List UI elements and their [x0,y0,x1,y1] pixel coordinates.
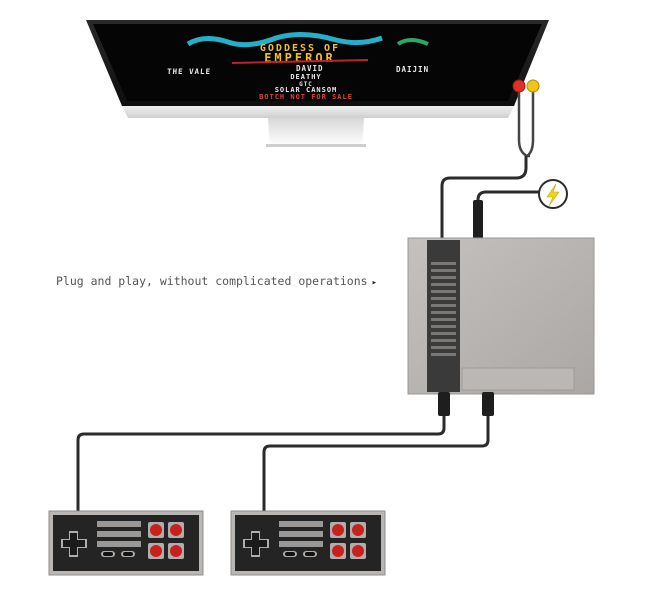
caption-arrow-icon: ▸ [371,278,377,288]
screen-credit-center: DAVID [296,64,324,73]
av-cable [440,79,540,240]
screen-studio: SOLAR CANSOM [275,86,338,94]
game-title-screen: GODDESS OF EMPEROR THE VALE DAVID DAIJIN… [167,32,429,101]
console-vent-strip [427,240,460,392]
screen-credit-left: THE VALE [167,67,212,76]
av-plug-red [512,79,526,93]
console-front-panel [461,367,575,391]
monitor-stand [268,118,364,146]
console-vent-slots [431,262,456,356]
ab-buttons-icon [148,522,184,559]
monitor-chin [122,106,514,118]
title-logo-swirl [186,32,383,48]
screen-credit-row2: DEATHY [290,73,321,81]
power-cable [473,179,568,240]
screen-credit-row3: GTC [299,81,313,88]
title-logo-swirl-right [396,38,429,46]
monitor-screen [93,24,542,101]
select-start-buttons [101,551,135,557]
monitor: GODDESS OF EMPEROR THE VALE DAVID DAIJIN… [86,20,549,147]
caption-text: Plug and play, without complicated opera… [56,274,368,288]
controller-left [48,510,204,576]
title-sword [231,59,369,64]
controller-cables [76,416,490,512]
console-port-left [438,392,450,416]
screen-title-line1: GODDESS OF [260,43,340,54]
game-console [407,237,595,416]
controller-center-stripes [97,521,141,547]
controller-center-stripes [279,521,323,547]
console-port-right [482,392,494,416]
dpad-icon [243,531,269,557]
ab-buttons-icon [330,522,366,559]
screen-notice: BOTCH NOT FOR SALE [259,93,353,101]
screen-credit-right: DAIJIN [396,65,429,74]
av-plug-yellow [526,79,540,93]
select-start-buttons [283,551,317,557]
caption: Plug and play, without complicated opera… [56,274,377,288]
lightning-bolt-icon [546,183,560,207]
monitor-stand-shadow [266,144,366,147]
controller-right [230,510,386,576]
dpad-icon [61,531,87,557]
